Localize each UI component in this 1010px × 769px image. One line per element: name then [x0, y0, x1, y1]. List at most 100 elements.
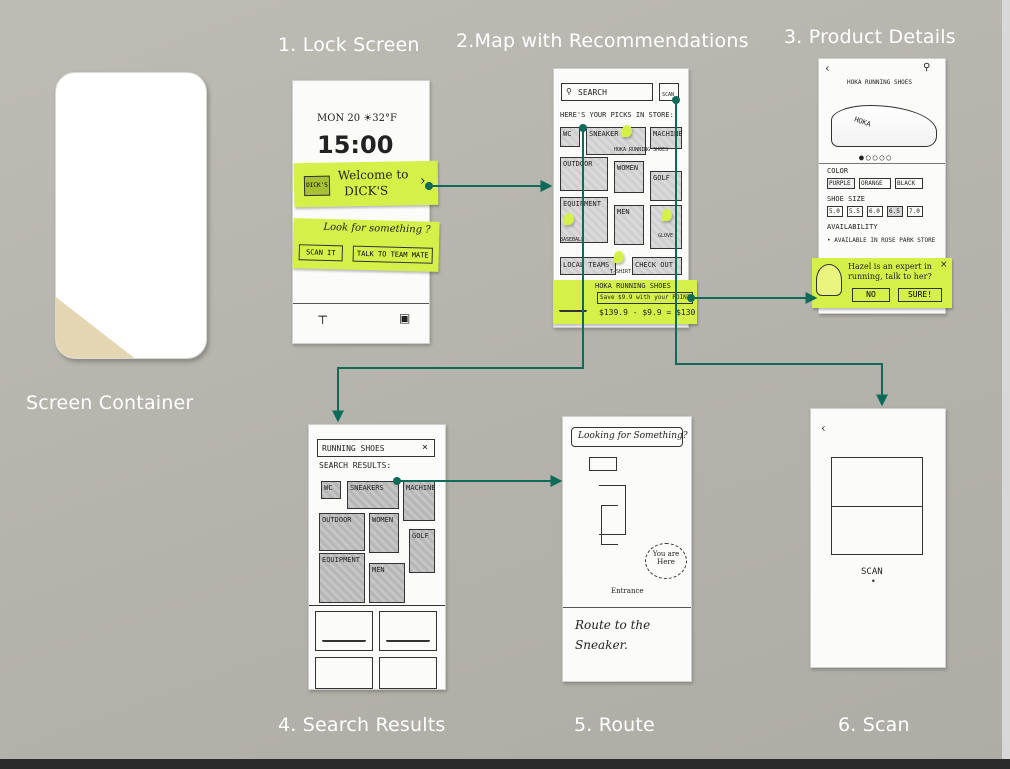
area-men-label: MEN: [617, 208, 630, 216]
result-area-sneakers[interactable]: SNEAKERS: [347, 481, 399, 509]
result-area-outdoor[interactable]: OUTDOOR: [319, 513, 365, 551]
size-6-0-label: 6.0: [869, 208, 880, 215]
scan-it-button[interactable]: SCAN IT: [298, 244, 343, 262]
route-path: [599, 485, 626, 535]
result-thumb-1[interactable]: [315, 611, 373, 651]
result-area-golf[interactable]: GOLF: [409, 529, 435, 573]
color-black-label: BLACK: [897, 180, 916, 187]
product-divider: [819, 163, 945, 164]
lock-divider: [293, 303, 429, 304]
area-checkout-label: CHECK OUT: [635, 261, 673, 269]
welcome-sticky[interactable]: DICK'S Welcome to DICK'S ›: [293, 160, 439, 208]
result-thumb-3[interactable]: [315, 657, 373, 689]
result-area-machine[interactable]: MACHINE: [403, 481, 436, 521]
area-machine-label: MACHINE: [653, 130, 683, 138]
size-6-0[interactable]: 6.0: [867, 206, 883, 217]
chevron-right-icon[interactable]: ›: [419, 172, 426, 190]
board-right-edge: [1002, 0, 1010, 769]
area-women[interactable]: WOMEN: [614, 161, 644, 193]
result-thumb-4[interactable]: [379, 657, 437, 689]
map-search-text: SEARCH: [578, 88, 607, 97]
close-icon[interactable]: ×: [940, 260, 948, 270]
talk-to-teammate-button[interactable]: TALK TO TEAM MATE: [352, 245, 433, 264]
back-chevron-icon[interactable]: ‹: [821, 421, 826, 435]
route-divider: [563, 607, 691, 608]
result-area-women[interactable]: WOMEN: [369, 513, 399, 553]
scan-card: ‹ SCAN •: [810, 408, 946, 668]
route-banner-text: Looking for Something?: [578, 431, 688, 441]
result-thumb-2[interactable]: [379, 611, 437, 651]
tshirt-pin-icon[interactable]: [614, 251, 624, 263]
availability-text: • AVAILABLE IN ROSE PARK STORE: [827, 237, 936, 244]
area-sneaker[interactable]: SNEAKER: [586, 127, 646, 155]
route-card: Looking for Something? You are Here Entr…: [562, 416, 692, 682]
expert-text: Hazel is an expert in running, talk to h…: [848, 262, 932, 281]
back-chevron-icon[interactable]: ‹: [825, 61, 830, 75]
expert-sticky[interactable]: Hazel is an expert in running, talk to h…: [812, 258, 952, 308]
size-7-0[interactable]: 7.0: [907, 206, 923, 217]
search-query-input[interactable]: RUNNING SHOES ×: [317, 439, 435, 457]
result-area-equipment[interactable]: EQUIPMENT: [319, 553, 365, 603]
welcome-text: Welcome to: [337, 167, 409, 183]
glove-pin-label: GLOVE: [658, 233, 674, 239]
no-button[interactable]: NO: [852, 288, 890, 302]
entrance-label: Entrance: [611, 587, 644, 595]
shoe-pin-icon[interactable]: [622, 125, 632, 137]
area-women-label: WOMEN: [617, 164, 639, 172]
result-area-women-label: WOMEN: [372, 516, 394, 524]
area-golf[interactable]: GOLF: [650, 171, 682, 201]
shoe-image: HOKA: [831, 105, 937, 147]
shoe-pin-label: HOKA RUNNING SHOES: [614, 147, 669, 153]
area-checkout[interactable]: CHECK OUT: [632, 257, 682, 275]
route-banner[interactable]: Looking for Something?: [571, 427, 688, 447]
shoe-icon: [559, 294, 587, 312]
title-lock-screen: 1. Lock Screen: [278, 34, 420, 56]
search-icon[interactable]: ⚲: [923, 62, 931, 73]
area-wc-label: WC: [563, 130, 572, 138]
clear-icon[interactable]: ×: [422, 442, 429, 453]
area-machine[interactable]: MACHINE: [650, 127, 683, 149]
map-search-input[interactable]: ⚲ SEARCH: [561, 83, 653, 101]
result-area-outdoor-label: OUTDOOR: [322, 516, 352, 524]
shoe-icon: [322, 626, 366, 642]
foam-corner: [56, 294, 142, 358]
prompt-sticky: Look for something ? SCAN IT TALK TO TEA…: [292, 218, 440, 272]
color-black[interactable]: BLACK: [895, 178, 923, 189]
size-6-5[interactable]: 6.5: [887, 206, 903, 217]
result-area-golf-label: GOLF: [412, 532, 429, 540]
glove-pin-icon[interactable]: [662, 209, 672, 221]
size-5-0[interactable]: 5.0: [827, 206, 843, 217]
shutter-button[interactable]: •: [871, 577, 876, 586]
map-scan-label: SCAN: [662, 92, 675, 98]
scan-viewfinder[interactable]: [831, 457, 923, 555]
carousel-dots[interactable]: ●○○○○: [859, 153, 894, 162]
color-label: COLOR: [827, 167, 849, 175]
results-heading: SEARCH RESULTS:: [319, 461, 392, 470]
result-area-men[interactable]: MEN: [369, 563, 405, 603]
promo-sticky[interactable]: HOKA RUNNING SHOES Save $9.9 with your P…: [553, 280, 697, 324]
tshirt-pin-label: T-SHIRT: [610, 269, 632, 275]
area-outdoor-label: OUTDOOR: [563, 160, 593, 168]
sure-button[interactable]: SURE!: [898, 288, 942, 302]
result-area-wc[interactable]: WC: [321, 481, 341, 499]
promo-price: $139.9 - $9.9 = $130: [599, 308, 696, 317]
flashlight-icon[interactable]: ⊤: [317, 313, 329, 327]
size-5-5[interactable]: 5.5: [847, 206, 863, 217]
lock-time: 15:00: [317, 131, 394, 159]
area-local-teams[interactable]: LOCAL TEAMS: [560, 257, 616, 275]
lock-date: MON 20 ☀32°F: [317, 113, 397, 124]
bat-pin-icon[interactable]: [564, 213, 574, 225]
area-men[interactable]: MEN: [614, 205, 644, 245]
title-container: Screen Container: [26, 392, 194, 414]
color-purple-label: PURPLE: [829, 180, 851, 187]
area-wc[interactable]: WC: [560, 127, 580, 147]
color-purple[interactable]: PURPLE: [827, 178, 855, 189]
map-scan-button[interactable]: SCAN: [659, 83, 679, 101]
camera-icon[interactable]: ▣: [399, 311, 411, 325]
color-orange[interactable]: ORANGE: [859, 178, 891, 189]
area-outdoor[interactable]: OUTDOOR: [560, 157, 608, 191]
title-product: 3. Product Details: [784, 26, 956, 48]
color-orange-label: ORANGE: [861, 180, 883, 187]
result-area-sneakers-label: SNEAKERS: [350, 484, 384, 492]
